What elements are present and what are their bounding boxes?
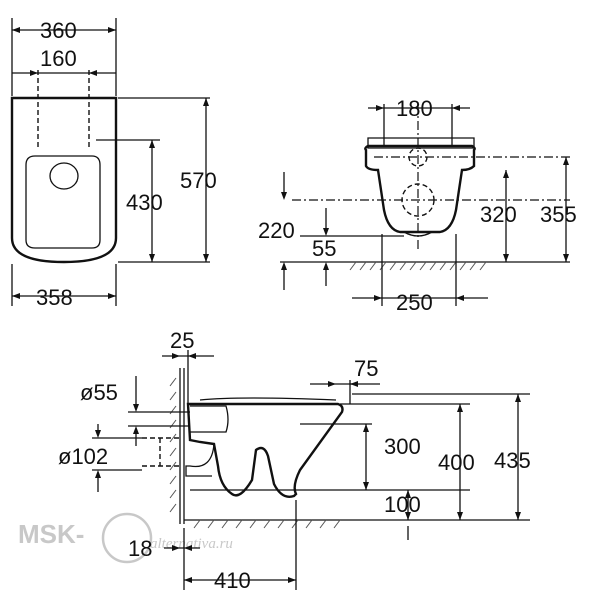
dim-height-300: 300 [384,434,421,459]
dim-outlet-diameter: ø102 [58,444,108,469]
dim-height-320: 320 [480,202,517,227]
front-view: 180 220 55 320 355 250 [258,96,577,315]
dim-height-355: 355 [540,202,577,227]
top-view: 360 160 358 430 570 [10,18,217,310]
dim-height-100: 100 [384,492,421,517]
side-view-inlet [190,405,229,433]
dim-inlet-diameter: ø55 [80,380,118,405]
side-view-seat [199,397,337,401]
watermark-brand: MSK- [18,519,84,549]
top-view-seat-opening [25,155,101,249]
watermark: MSK- alternativa.ru [18,512,233,564]
dim-height-435: 435 [494,448,531,473]
dim-width-bottom: 358 [36,285,73,310]
top-view-bowl-outline [10,96,118,264]
dim-wall-gap: 25 [170,328,194,353]
dim-height-220: 220 [258,218,295,243]
front-view-bowl [364,144,476,234]
dim-bolt-spacing: 160 [40,46,77,71]
dim-wall-offset: 18 [128,536,152,561]
dim-outlet-height: 55 [312,236,336,261]
side-view-outlet [185,443,215,477]
dim-length-410: 410 [214,568,251,593]
dim-bolt-distance: 430 [126,190,163,215]
top-view-flush-hole [49,162,79,190]
dim-width-top: 360 [40,18,77,43]
dim-bolt-width: 180 [396,96,433,121]
dim-length: 570 [180,168,217,193]
side-view: 25 ø55 ø102 75 300 [58,328,531,593]
dim-outlet-spacing: 250 [396,290,433,315]
dim-depth-gap: 75 [354,356,378,381]
dim-height-400: 400 [438,450,475,475]
watermark-logo [101,512,153,564]
side-view-bowl [186,402,344,498]
